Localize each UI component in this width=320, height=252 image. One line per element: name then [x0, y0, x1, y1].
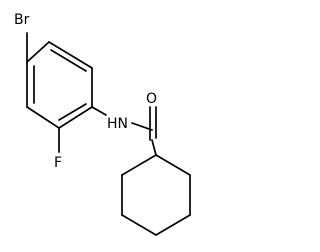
cyclohexane-ring [121, 154, 191, 236]
ring-bond-3-inner [58, 103, 87, 121]
amide-n-carbonyl-bond [131, 122, 153, 131]
atom-label-bromine: Br [14, 12, 30, 28]
cyclohexane-bond-1 [155, 154, 191, 176]
carbonyl-cyclohexyl-bond [151, 139, 157, 156]
atom-label-amide-nh: HN [107, 116, 128, 132]
ring-bond-6 [26, 41, 50, 63]
benzene-ring [26, 41, 93, 129]
ring-bond-1 [48, 41, 93, 69]
cyclohexane-bond-6 [121, 154, 157, 176]
ring-bond-1-inner [50, 49, 87, 72]
atom-label-fluorine: F [54, 155, 62, 171]
chemical-structure-diagram: Br F HN O [14, 12, 191, 236]
ring-bond-4 [26, 106, 60, 129]
atom-label-carbonyl-oxygen: O [146, 91, 157, 107]
amide-n-aryl-bond [91, 106, 107, 116]
cyclohexane-bond-3 [155, 214, 191, 236]
cyclohexane-bond-4 [121, 214, 157, 236]
ring-bond-3 [58, 106, 93, 129]
